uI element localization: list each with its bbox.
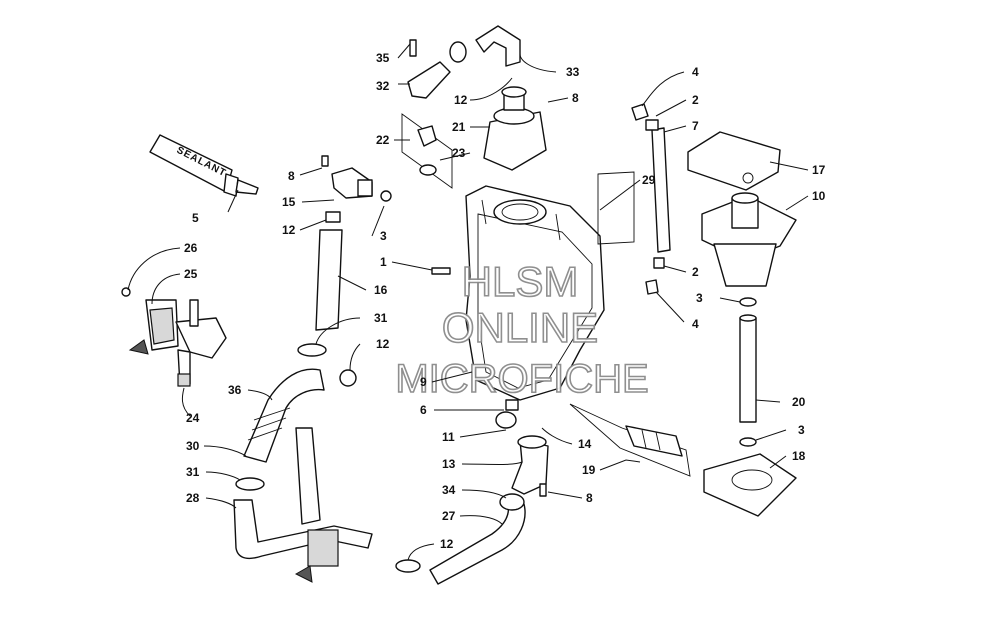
fitting-elbow (321, 155, 392, 202)
callout-30: 30 (186, 439, 200, 453)
watermark-line-3: MICROFICHE (395, 357, 648, 401)
callout-15: 15 (282, 195, 296, 209)
callout-32: 32 (376, 79, 390, 93)
callout-16: 16 (374, 283, 388, 297)
callout-8: 8 (288, 169, 295, 183)
callout-12: 12 (454, 93, 468, 107)
callout-2: 2 (692, 93, 699, 107)
callout-22: 22 (376, 133, 390, 147)
decal-29 (597, 171, 635, 245)
hose-36 (243, 368, 325, 463)
hose-16 (315, 211, 343, 331)
callout-17: 17 (812, 163, 826, 177)
hose-27 (395, 493, 526, 585)
callout-26: 26 (184, 241, 198, 255)
callout-14: 14 (578, 437, 592, 451)
callout-12: 12 (376, 337, 390, 351)
pump-assembly-10 (701, 192, 797, 287)
callout-25: 25 (184, 267, 198, 281)
hose-28 (233, 427, 373, 583)
leader-lines (127, 43, 809, 561)
plate-18 (703, 453, 797, 517)
callout-11: 11 (442, 430, 455, 444)
clamp-31-lower (235, 477, 265, 491)
outlet-fitting (495, 411, 549, 497)
filter-21 (483, 86, 547, 171)
callout-3: 3 (798, 423, 805, 437)
bolt-1 (431, 267, 451, 275)
callout-36: 36 (228, 383, 242, 397)
callout-8: 8 (572, 91, 579, 105)
callout-2: 2 (692, 265, 699, 279)
callout-19: 19 (582, 463, 596, 477)
callout-31: 31 (186, 465, 200, 479)
callout-9: 9 (420, 375, 427, 389)
callout-5: 5 (192, 211, 199, 225)
callout-3: 3 (380, 229, 387, 243)
callout-29: 29 (642, 173, 656, 187)
callout-21: 21 (452, 120, 466, 134)
callout-6: 6 (420, 403, 427, 417)
callout-4: 4 (692, 65, 699, 79)
clamp-31 (297, 343, 327, 357)
callouts: 35 32 33 12 8 21 22 23 4 2 7 17 29 10 5 … (184, 51, 826, 551)
callout-4: 4 (692, 317, 699, 331)
callout-31: 31 (374, 311, 388, 325)
callout-7: 7 (692, 119, 699, 133)
watermark-line-2: ONLINE (442, 304, 598, 351)
callout-12: 12 (282, 223, 296, 237)
main-housing (465, 185, 605, 411)
sealant-tube: SEALANT (149, 134, 259, 197)
callout-18: 18 (792, 449, 806, 463)
watermark-line-1: HLSM (462, 258, 579, 305)
gasket-22 (401, 113, 453, 189)
callout-24: 24 (186, 411, 200, 425)
callout-23: 23 (452, 146, 466, 160)
callout-27: 27 (442, 509, 456, 523)
callout-34: 34 (442, 483, 456, 497)
line-7 (631, 103, 671, 295)
callout-33: 33 (566, 65, 580, 79)
tube-20 (739, 297, 757, 447)
clamp-12 (339, 369, 357, 387)
callout-1: 1 (380, 255, 387, 269)
callout-3: 3 (696, 291, 703, 305)
callout-8: 8 (586, 491, 593, 505)
callout-28: 28 (186, 491, 200, 505)
decal-19 (569, 403, 691, 477)
bracket-assembly (121, 287, 227, 387)
callout-13: 13 (442, 457, 456, 471)
callout-20: 20 (792, 395, 806, 409)
plate-17 (687, 131, 781, 191)
callout-35: 35 (376, 51, 390, 65)
elbow-33 (407, 25, 521, 99)
callout-10: 10 (812, 189, 826, 203)
callout-12: 12 (440, 537, 454, 551)
